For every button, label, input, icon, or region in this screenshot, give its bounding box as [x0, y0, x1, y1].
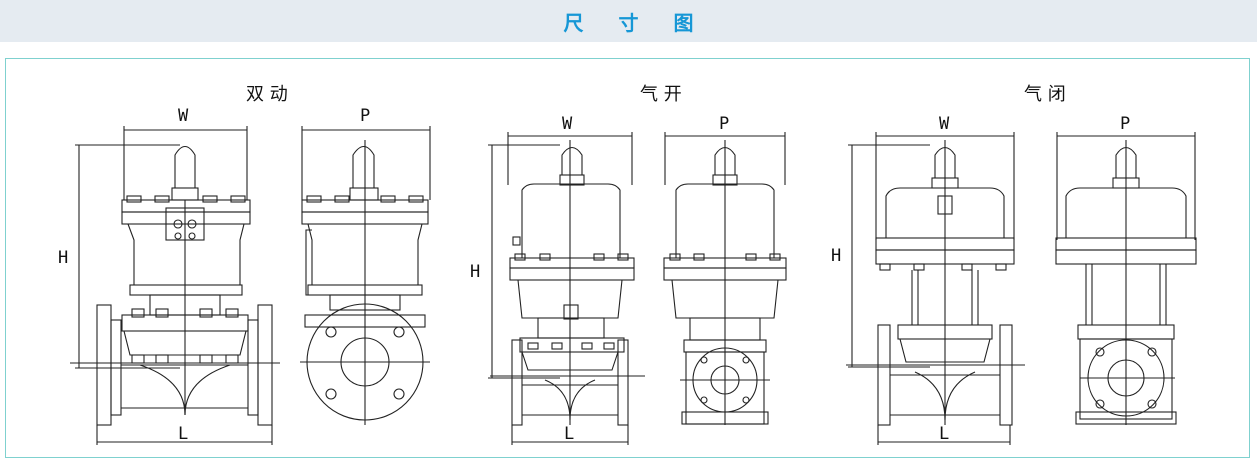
dim-label-h: H: [58, 248, 69, 268]
dim-label-w: W: [178, 106, 189, 126]
double-acting-side-view: [300, 126, 431, 425]
section-title: 尺 寸 图: [563, 10, 708, 35]
section-header: 尺 寸 图: [0, 0, 1257, 42]
dim-label-w: W: [562, 114, 573, 134]
dim-label-p: P: [360, 106, 371, 126]
figure-title-air-open: 气 开: [640, 84, 682, 105]
dim-label-l: L: [564, 424, 575, 444]
dim-label-w: W: [939, 114, 950, 134]
air-open-side-view: [663, 132, 787, 425]
dim-label-p: P: [719, 114, 730, 134]
dim-label-l: L: [939, 424, 950, 444]
air-close-front-view: [846, 132, 1025, 445]
dim-label-p: P: [1120, 114, 1131, 134]
dim-label-h: H: [831, 246, 842, 266]
double-acting-front-view: [70, 126, 280, 445]
air-open-front-view: [488, 132, 645, 445]
figure-title-double-acting: 双 动: [246, 84, 288, 105]
drawing-frame: [5, 58, 1250, 458]
figure-title-air-close: 气 闭: [1024, 84, 1066, 105]
air-close-side-view: [1055, 132, 1197, 425]
dim-label-l: L: [178, 424, 189, 444]
dim-label-h: H: [470, 262, 481, 282]
